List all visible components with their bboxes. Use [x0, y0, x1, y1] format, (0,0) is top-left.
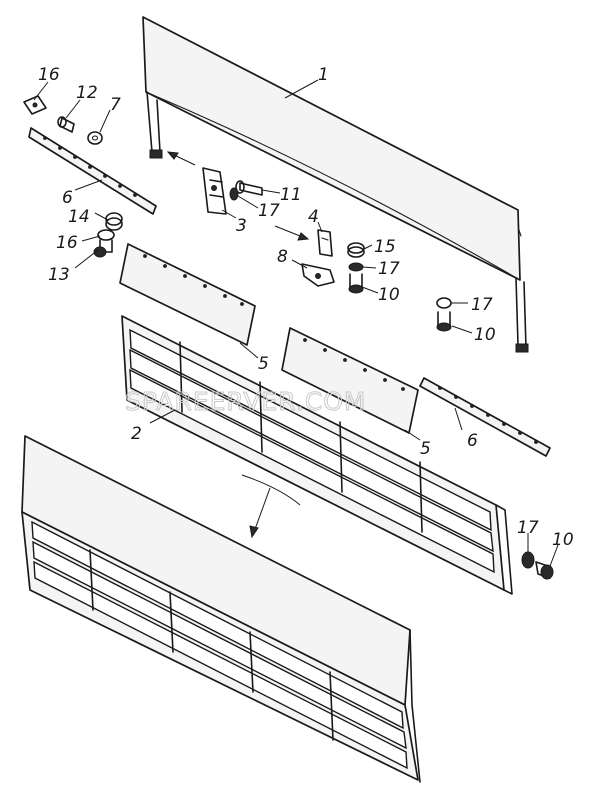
callout-17-right: 17	[471, 295, 493, 315]
callout-13: 13	[48, 265, 70, 285]
callout-8: 8	[277, 247, 288, 267]
callout-7: 7	[110, 95, 121, 115]
bolt-11	[235, 180, 263, 196]
clip-part-4	[317, 229, 333, 257]
callout-3: 3	[236, 216, 247, 236]
callouts: 1 2 3 4 5 5 6 6 7 8 10 10 10 11 12 13 14…	[38, 65, 574, 550]
callout-4: 4	[308, 207, 319, 227]
callout-5-left: 5	[258, 354, 269, 374]
arrowhead-left	[166, 151, 179, 160]
clip-nut-16-top	[23, 95, 47, 115]
callout-14: 14	[68, 207, 90, 227]
callout-15: 15	[374, 237, 396, 257]
grille-part-2	[121, 315, 513, 595]
callout-17-lower: 17	[517, 518, 539, 538]
seal-strip-part-6-right	[419, 377, 551, 457]
bracket-part-8	[301, 263, 335, 287]
callout-11: 11	[280, 185, 302, 205]
top-panel-part-1	[142, 16, 529, 353]
callout-10-right: 10	[474, 325, 496, 345]
arrowhead-right	[297, 232, 310, 241]
callout-2: 2	[131, 424, 142, 444]
bolt-10-lower-right	[535, 561, 554, 580]
screw-12	[57, 116, 75, 133]
callout-17-top: 17	[258, 201, 280, 221]
grille-assembly-lower	[21, 435, 421, 783]
washer-17-right	[436, 297, 452, 309]
clip-nut-16-lower	[97, 229, 115, 241]
gasket-plate-part-5-left	[119, 243, 256, 346]
nut-14	[105, 212, 123, 231]
callout-1: 1	[318, 65, 329, 85]
bolt-10-middle	[348, 273, 364, 294]
callout-12: 12	[76, 83, 98, 103]
latch-bracket-part-3	[202, 167, 227, 215]
leader-lines	[33, 79, 559, 567]
bolt-13	[93, 239, 113, 258]
callout-10-middle: 10	[378, 285, 400, 305]
assembly-arrow-down	[241, 474, 301, 539]
callout-6-right: 6	[467, 431, 478, 451]
nut-15	[347, 242, 365, 258]
washer-7	[87, 131, 103, 145]
callout-16-top: 16	[38, 65, 60, 85]
callout-5-right: 5	[420, 439, 431, 459]
washer-17-middle	[348, 262, 364, 272]
callout-10-lower: 10	[552, 530, 574, 550]
seal-strip-part-6-left	[28, 127, 157, 215]
washer-17-lower-right	[521, 551, 535, 569]
callout-16-lower: 16	[56, 233, 78, 253]
washer-17-top	[229, 187, 239, 201]
callout-17-middle: 17	[378, 259, 400, 279]
callout-6-left: 6	[62, 188, 73, 208]
bolt-10-right	[436, 311, 452, 332]
watermark-text: SPAREERVER.COM	[125, 387, 366, 416]
